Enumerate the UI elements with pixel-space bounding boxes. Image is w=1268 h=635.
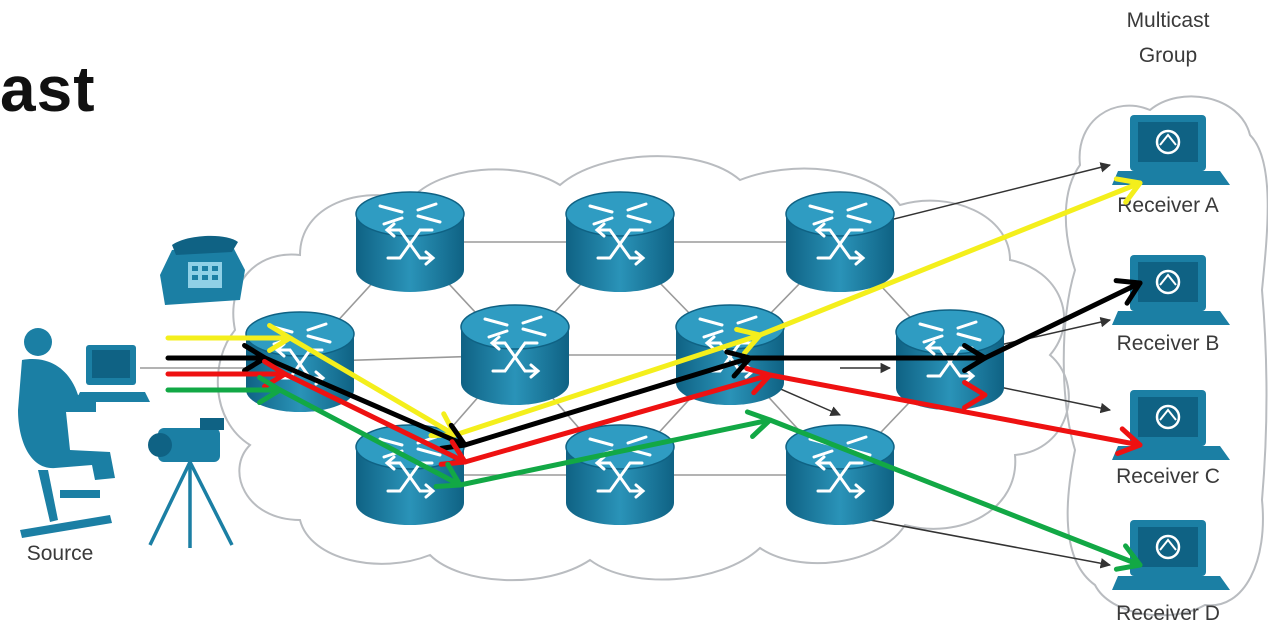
receiver-b: Receiver B <box>1112 255 1230 355</box>
arrowhead <box>962 379 988 411</box>
path-red <box>165 358 1143 467</box>
workstation-icon <box>1112 390 1230 460</box>
workstation-icon <box>1112 115 1230 185</box>
group-label-line2: Group <box>1139 44 1197 67</box>
arrowhead <box>734 326 763 356</box>
router-icon <box>785 424 895 525</box>
receiver-cloud <box>1062 95 1268 617</box>
router-icon <box>565 424 675 525</box>
path-green <box>165 374 1143 572</box>
router-icon <box>565 191 675 292</box>
multicast-paths <box>165 176 1143 572</box>
arrowhead <box>1113 543 1143 572</box>
router-icon <box>355 424 465 525</box>
arrowhead <box>438 422 468 451</box>
receiver-label: Receiver D <box>1116 602 1220 625</box>
workstation-icon <box>1112 520 1230 590</box>
arrowhead <box>267 322 293 354</box>
arrowhead <box>962 342 988 374</box>
router-icon <box>355 191 465 292</box>
receivers-group: Receiver A Receiver B Receiver C Receiver D <box>1112 115 1230 625</box>
workstation-icon <box>75 345 150 402</box>
person-icon <box>18 328 115 538</box>
arrowhead <box>257 374 283 406</box>
arrowhead <box>1113 278 1143 306</box>
receiver-c: Receiver C <box>1112 390 1230 488</box>
router-icon <box>460 304 570 405</box>
slide-title: ast <box>0 53 96 125</box>
arrowhead <box>1115 426 1143 457</box>
receiver-a: Receiver A <box>1112 115 1230 217</box>
arrowhead <box>724 349 753 379</box>
group-label-line1: Multicast <box>1127 9 1210 32</box>
phone-icon <box>160 235 245 305</box>
camera-icon <box>148 418 234 548</box>
source-label: Source <box>27 542 94 565</box>
workstation-icon <box>1112 255 1230 325</box>
receiver-d: Receiver D <box>1112 520 1230 625</box>
arrowhead <box>744 409 773 439</box>
receiver-label: Receiver B <box>1117 332 1220 355</box>
arrowhead <box>433 461 463 490</box>
arrowhead <box>744 366 773 396</box>
router-icon <box>785 191 895 292</box>
receiver-label: Receiver A <box>1117 194 1219 217</box>
arrowhead <box>1113 176 1143 205</box>
receiver-label: Receiver C <box>1116 465 1220 488</box>
arrowhead <box>242 342 268 374</box>
path-black <box>165 278 1143 451</box>
